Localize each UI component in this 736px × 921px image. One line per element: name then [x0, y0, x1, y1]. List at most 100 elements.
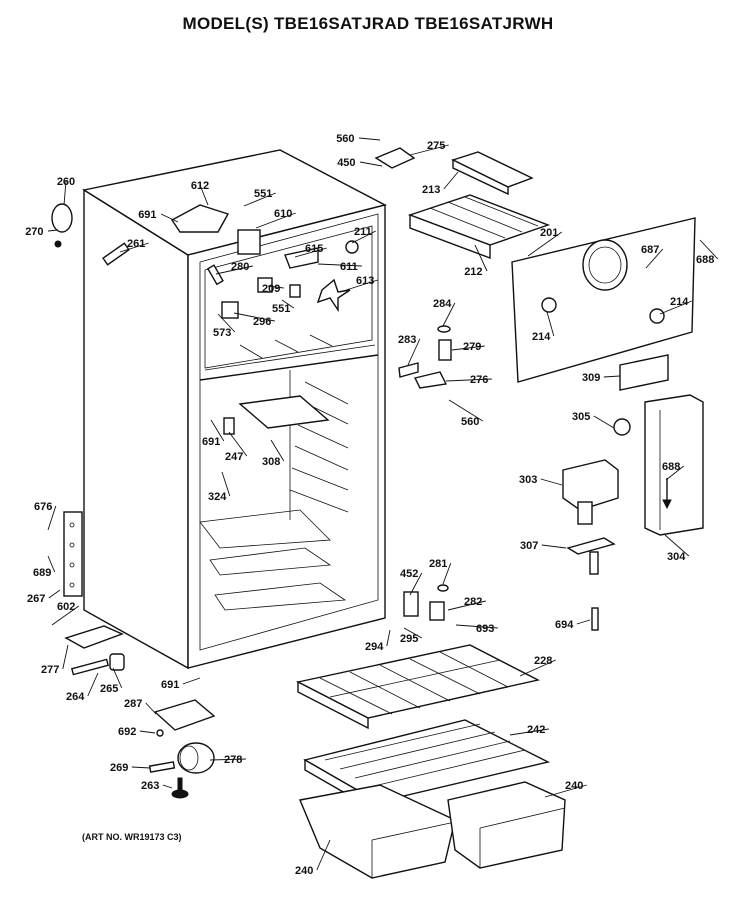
leader-line: [409, 572, 423, 596]
leader-line: [509, 728, 549, 736]
leader-line: [255, 212, 296, 229]
part-number-label: 214: [670, 296, 689, 308]
freezer-shelf: [407, 194, 551, 260]
leader-line: [131, 766, 151, 769]
leader-line: [358, 137, 381, 141]
leader-lines: [47, 137, 719, 871]
part-number-label: 324: [208, 491, 227, 503]
part-number-label: 613: [356, 275, 374, 287]
leader-line: [270, 439, 285, 462]
leader-line: [645, 248, 664, 269]
part-number-label: 612: [191, 180, 209, 192]
part-number-label: 278: [224, 754, 242, 766]
leader-line: [443, 171, 459, 190]
part-number-label: 201: [540, 227, 558, 239]
part-number-label: 214: [532, 331, 551, 343]
part-number-label: 295: [400, 633, 418, 645]
part-number-label: 240: [295, 865, 313, 877]
part-number-label: 689: [33, 567, 51, 579]
part-number-label: 692: [118, 726, 136, 738]
art-number: (ART NO. WR19173 C3): [82, 832, 182, 842]
part-number-label: 303: [519, 474, 537, 486]
part-number-label: 212: [464, 266, 482, 278]
leader-line: [541, 544, 567, 549]
part-number-label: 551: [254, 188, 272, 200]
leader-line: [409, 144, 449, 156]
part-number-label: 261: [127, 238, 145, 250]
leader-line: [51, 605, 80, 626]
leader-line: [119, 242, 149, 253]
part-number-label: 610: [274, 208, 292, 220]
leader-line: [386, 629, 391, 647]
ice-tray: [451, 151, 534, 196]
part-number-label: 691: [202, 436, 220, 448]
leader-line: [451, 345, 485, 351]
part-number-label: 275: [427, 140, 445, 152]
leader-line: [603, 375, 621, 378]
part-number-label: 260: [57, 176, 75, 188]
leader-line: [294, 247, 327, 258]
leader-line: [317, 263, 362, 267]
leader-line: [659, 300, 692, 315]
leader-line: [243, 192, 276, 207]
part-number-label: 240: [565, 780, 583, 792]
leader-line: [527, 231, 563, 257]
leader-line: [233, 312, 275, 322]
leader-line: [576, 619, 591, 625]
leader-line: [47, 229, 59, 232]
part-number-label: 307: [520, 540, 538, 552]
part-number-label: 308: [262, 456, 280, 468]
part-number-label: 693: [476, 623, 494, 635]
part-number-label: 294: [365, 641, 384, 653]
part-number-label: 560: [461, 416, 479, 428]
part-number-label: 450: [337, 157, 355, 169]
leader-line: [209, 758, 246, 761]
leader-line: [112, 667, 123, 689]
leader-line: [182, 677, 201, 685]
part-number-label: 691: [138, 209, 156, 221]
part-number-label: 676: [34, 501, 52, 513]
leader-line: [228, 431, 248, 457]
small-parts: [51, 147, 631, 799]
leader-line: [267, 285, 284, 289]
part-number-label: 247: [225, 451, 243, 463]
leader-line: [474, 244, 488, 272]
part-number-label: 284: [433, 298, 452, 310]
control-housing: [644, 394, 704, 536]
part-number-label: 213: [422, 184, 440, 196]
air-damper: [562, 459, 619, 525]
part-number-label: 573: [213, 327, 231, 339]
part-number-label: 269: [110, 762, 128, 774]
leader-line: [199, 184, 209, 206]
leader-line: [442, 302, 456, 327]
crisper-drawer-left: [299, 784, 456, 879]
leader-line: [215, 265, 253, 275]
leader-line: [221, 471, 231, 497]
leader-line: [217, 313, 236, 333]
part-number-label: 688: [662, 461, 680, 473]
leader-line: [87, 672, 99, 697]
leader-line: [359, 161, 383, 167]
leader-line: [407, 338, 421, 366]
part-number-label: 305: [572, 411, 590, 423]
part-number-label: 687: [641, 244, 659, 256]
leader-line: [664, 534, 690, 557]
part-number-label: 280: [231, 261, 249, 273]
part-number-label: 602: [57, 601, 75, 613]
leader-line: [63, 180, 67, 206]
part-number-label: 281: [429, 558, 447, 570]
damper-bracket: [566, 537, 616, 575]
part-number-label: 228: [534, 655, 552, 667]
cabinet-shelf: [295, 644, 541, 730]
part-number-label: 270: [25, 226, 43, 238]
part-number-label: 304: [667, 551, 686, 563]
part-number-label: 209: [262, 283, 280, 295]
leader-line: [544, 784, 587, 798]
leader-line: [442, 562, 452, 585]
leader-line: [593, 415, 615, 429]
leader-line: [281, 299, 295, 309]
part-number-label: 694: [555, 619, 574, 631]
leader-line: [162, 784, 173, 789]
